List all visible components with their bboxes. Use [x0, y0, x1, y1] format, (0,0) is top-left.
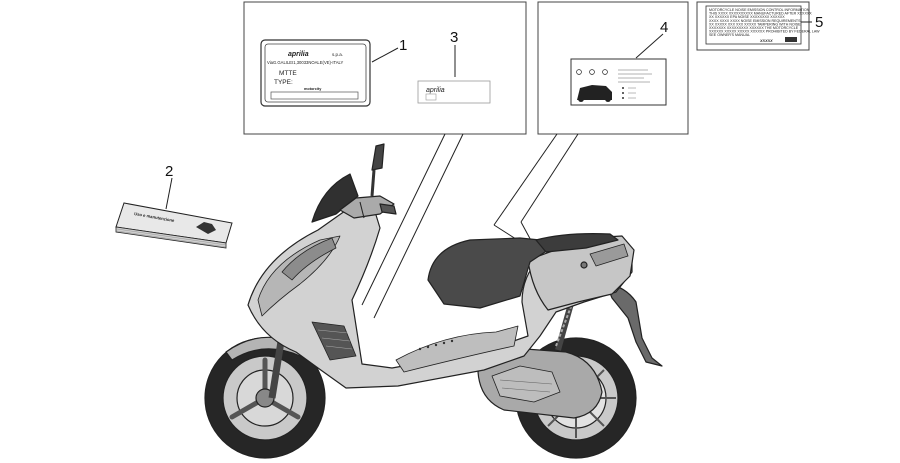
callout-number-3: 3: [450, 29, 458, 46]
callout-number-4: 4: [660, 19, 668, 36]
info-label: [570, 58, 667, 106]
callout-number-2: 2: [165, 163, 173, 180]
mirror-stem: [370, 169, 376, 197]
number-leaders: [165, 21, 812, 210]
box-leader-lines: [361, 133, 579, 319]
emission-code: XXXXX: [759, 39, 773, 43]
sticker-brand: aprilia: [426, 87, 445, 94]
plate-company-suffix: s.p.a.: [332, 52, 343, 57]
emission-control-label: MOTORCYCLE NOISE EMISSION CONTROL INFORM…: [705, 5, 820, 45]
aprilia-sticker: aprilia: [417, 80, 491, 104]
scooter: [204, 143, 663, 459]
emission-line: THIS XXXX XXXXXXXXXX MANUFACTURED AFTER …: [709, 12, 812, 16]
plate-model: motorcity: [304, 87, 322, 91]
manufacturer-plate: aprilia s.p.a. ViaG.GALILEI1,30033NOALE(…: [260, 39, 371, 107]
emission-line: XXXXXXX XXXXXXXXX XXXXXX THE MOTORCYCLE: [709, 26, 799, 30]
mirror: [371, 143, 385, 171]
plate-brand: aprilia: [288, 51, 309, 58]
emission-line: XXXX XXXX XXXX NOISE EMISSION REQUIREMEN…: [709, 19, 801, 23]
windscreen: [311, 173, 359, 223]
headset: [339, 195, 395, 219]
plate-address: ViaG.GALILEI1,30033NOALE(VE)-ITALY: [267, 60, 344, 65]
owner-manual: Uso e manutenzione: [115, 202, 233, 249]
plate-mtte: MTTE: [279, 70, 297, 77]
emission-line: SEE OWNER'S MANUAL: [709, 33, 750, 37]
emission-line: XXXXXX XXXXX XXXXX XXXXXX PROHIBITED BY …: [709, 30, 820, 34]
emission-line: XX XXXXXX EPA NOISE XXXXXXXX XXXXXX: [709, 15, 785, 19]
emission-line: MOTORCYCLE NOISE EMISSION CONTROL INFORM…: [709, 8, 810, 12]
callout-number-5: 5: [815, 14, 823, 31]
callout-number-1: 1: [399, 37, 407, 54]
front-vent: [311, 321, 357, 361]
front-wheel: [204, 337, 326, 459]
emission-line: XX XXXXX XXX XXX XXXXX TAMPERING WITH NO…: [709, 22, 801, 26]
plate-type: TYPE:: [274, 79, 293, 86]
grip: [379, 203, 397, 215]
seat: [427, 237, 549, 309]
